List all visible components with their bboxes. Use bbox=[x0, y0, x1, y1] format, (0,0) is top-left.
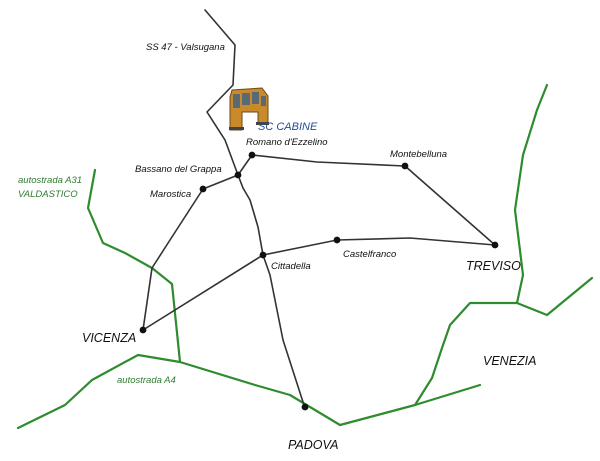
road-vicenza-cittadella bbox=[142, 254, 264, 331]
road-bassano-marostica-vicenza bbox=[142, 174, 239, 331]
dot-montebelluna bbox=[401, 162, 409, 170]
dot-treviso bbox=[491, 241, 499, 249]
label-a31-line2: VALDASTICO bbox=[18, 189, 78, 200]
dot-padova bbox=[301, 403, 309, 411]
motorway-treviso-venezia bbox=[515, 276, 594, 317]
label-ss47: SS 47 - Valsugana bbox=[146, 42, 225, 53]
dot-vicenza bbox=[139, 326, 147, 334]
label-montebelluna: Montebelluna bbox=[390, 149, 447, 160]
label-a4: autostrada A4 bbox=[117, 375, 176, 386]
label-bassano: Bassano del Grappa bbox=[135, 164, 222, 175]
label-vicenza: VICENZA bbox=[82, 331, 136, 345]
label-treviso: TREVISO bbox=[466, 259, 521, 273]
dot-bassano bbox=[234, 171, 242, 179]
motorway-a31 bbox=[86, 168, 182, 364]
road-ss47 bbox=[204, 9, 306, 408]
label-cittadella: Cittadella bbox=[271, 261, 311, 272]
dot-romano bbox=[248, 151, 256, 159]
road-bassano-romano bbox=[237, 154, 253, 176]
label-marostica: Marostica bbox=[150, 189, 191, 200]
label-romano: Romano d'Ezzelino bbox=[246, 137, 328, 148]
dot-castelfranco bbox=[333, 236, 341, 244]
label-padova: PADOVA bbox=[288, 438, 338, 452]
road-romano-montebelluna bbox=[251, 154, 496, 246]
label-a31-line1: autostrada A31 bbox=[18, 175, 82, 186]
motorway-a4 bbox=[16, 353, 482, 430]
label-sc-cabine: SC CABINE bbox=[258, 121, 318, 133]
dot-cittadella bbox=[259, 251, 267, 259]
label-castelfranco: Castelfranco bbox=[343, 249, 396, 260]
cabin-logo-icon bbox=[229, 87, 269, 131]
dot-marostica bbox=[199, 185, 207, 193]
road-cittadella-treviso bbox=[262, 237, 496, 256]
label-venezia: VENEZIA bbox=[483, 354, 537, 368]
